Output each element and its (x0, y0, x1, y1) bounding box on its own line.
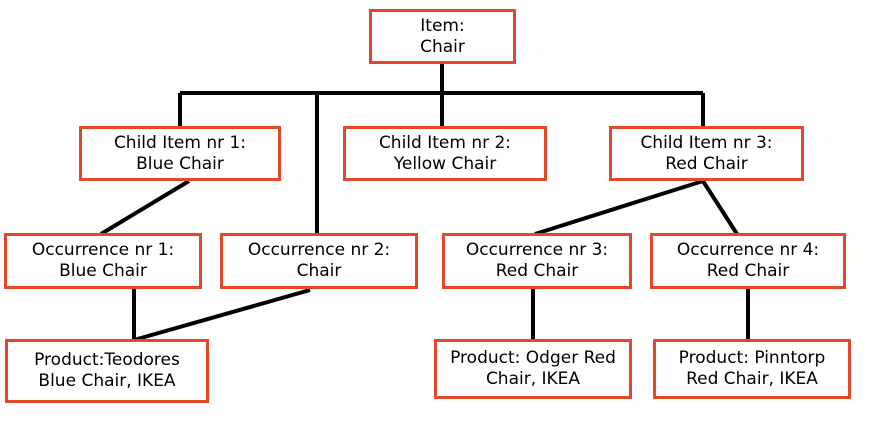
node-occurrence-2-line1: Occurrence nr 2: (247, 240, 391, 260)
node-product-pinntorp-line2: Red Chair, IKEA (686, 369, 818, 389)
node-occurrence-1-line1: Occurrence nr 1: (31, 240, 175, 260)
node-product-odger-line1: Product: Odger Red (450, 348, 616, 368)
node-child-item-3-line2: Red Chair (665, 153, 748, 174)
node-child-item-2[interactable]: Child Item nr 2: Yellow Chair (343, 126, 547, 181)
node-product-odger[interactable]: Product: Odger Red Chair, IKEA (434, 339, 632, 399)
node-item-chair[interactable]: Item: Chair (369, 9, 516, 64)
node-occurrence-4[interactable]: Occurrence nr 4: Red Chair (650, 233, 846, 289)
node-product-odger-line2: Chair, IKEA (485, 369, 581, 389)
node-product-teodores-line2: Blue Chair, IKEA (38, 371, 176, 391)
node-product-teodores-line1: Product:Teodores (34, 350, 180, 370)
node-occurrence-1-line2: Blue Chair (59, 261, 147, 281)
node-occurrence-4-line2: Red Chair (706, 261, 790, 281)
node-occurrence-3-line1: Occurrence nr 3: (465, 240, 609, 260)
node-occurrence-2[interactable]: Occurrence nr 2: Chair (220, 233, 418, 289)
node-child-item-1[interactable]: Child Item nr 1: Blue Chair (79, 126, 281, 181)
node-child-item-3[interactable]: Child Item nr 3: Red Chair (609, 126, 804, 181)
node-occurrence-3[interactable]: Occurrence nr 3: Red Chair (442, 233, 632, 289)
connector-child-3-to-occurrence-4 (701, 179, 739, 236)
node-product-pinntorp[interactable]: Product: Pinntorp Red Chair, IKEA (653, 339, 851, 399)
node-occurrence-3-line2: Red Chair (495, 261, 579, 281)
connector-child-1-to-occurrence-1 (99, 179, 191, 236)
node-child-item-2-line2: Yellow Chair (393, 153, 497, 174)
node-child-item-1-line1: Child Item nr 1: (113, 132, 247, 153)
node-occurrence-1[interactable]: Occurrence nr 1: Blue Chair (4, 233, 202, 289)
connector-occurrence-2-to-product-teodores (133, 288, 311, 342)
connector-child-3-to-occurrence-3 (534, 179, 704, 236)
node-item-chair-line1: Item: (420, 15, 465, 36)
node-occurrence-2-line2: Chair (296, 261, 342, 281)
node-product-pinntorp-line1: Product: Pinntorp (678, 348, 826, 368)
node-child-item-1-line2: Blue Chair (136, 153, 224, 174)
node-occurrence-4-line1: Occurrence nr 4: (676, 240, 820, 260)
node-child-item-2-line1: Child Item nr 2: (378, 132, 512, 153)
node-child-item-3-line1: Child Item nr 3: (640, 132, 773, 153)
node-product-teodores[interactable]: Product:Teodores Blue Chair, IKEA (5, 339, 209, 403)
node-item-chair-line2: Chair (420, 36, 465, 57)
